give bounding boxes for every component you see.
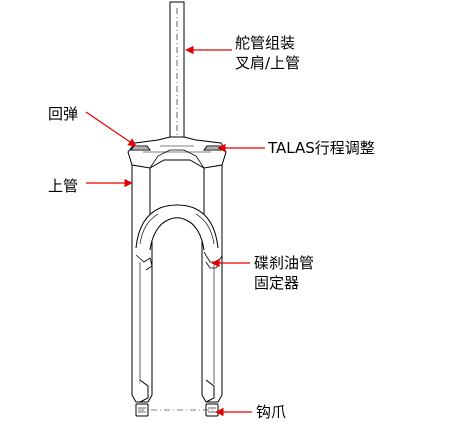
steerer-tube <box>169 1 185 141</box>
label-upper-tube: 上管 <box>48 177 79 195</box>
label-brake-line2: 固定器 <box>254 274 300 292</box>
label-dropout: 钩爪 <box>256 403 287 421</box>
callout-arrows <box>85 45 265 417</box>
crown <box>127 136 227 169</box>
label-steerer-line1: 舵管组装 <box>235 34 296 52</box>
label-brake-line1: 碟刹油管 <box>254 254 315 272</box>
label-rebound: 回弹 <box>48 105 79 123</box>
arrow-rebound <box>85 111 137 147</box>
label-steerer-line2: 叉肩/上管 <box>235 54 301 72</box>
rebound-knob <box>130 145 151 151</box>
left-lower-leg <box>131 240 153 417</box>
right-lower-leg <box>201 240 223 417</box>
label-talas: TALAS行程调整 <box>268 139 375 157</box>
fork-drawing <box>127 1 227 417</box>
fork-arch <box>135 204 219 251</box>
